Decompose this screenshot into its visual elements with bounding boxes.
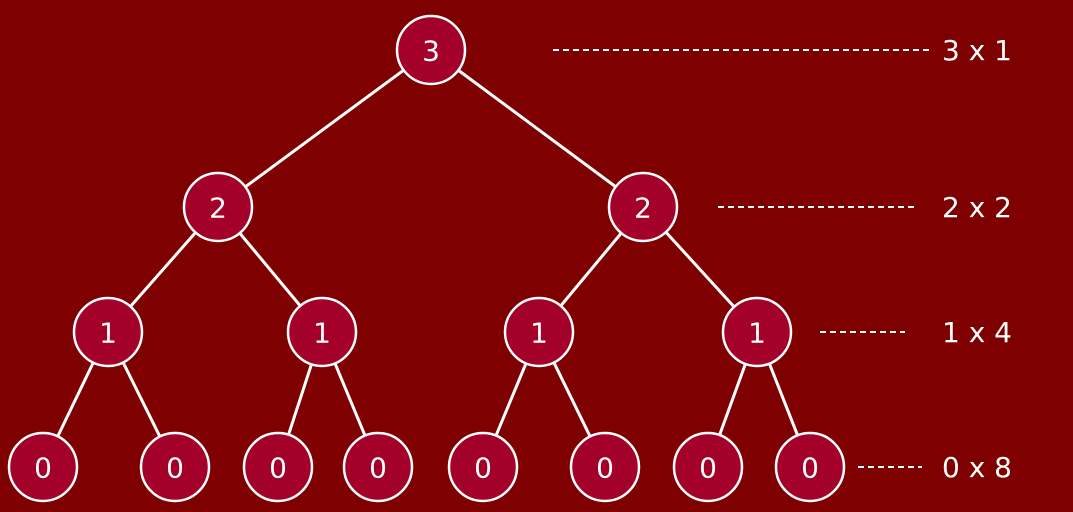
tree-edge bbox=[244, 68, 405, 189]
tree-node: 0 bbox=[139, 431, 211, 503]
level-annotation: 1 x 4 bbox=[942, 316, 1012, 349]
tree-edge bbox=[768, 363, 799, 436]
node-label: 1 bbox=[99, 317, 117, 350]
tree-node: 1 bbox=[721, 296, 793, 368]
node-circle bbox=[286, 296, 358, 368]
tree-edge bbox=[56, 361, 95, 438]
tree-node: 0 bbox=[447, 431, 519, 503]
node-label: 3 bbox=[422, 35, 440, 68]
tree-node: 3 bbox=[395, 14, 467, 86]
node-circle bbox=[721, 296, 793, 368]
node-label: 0 bbox=[699, 452, 717, 485]
tree-edge bbox=[718, 363, 747, 436]
level-annotation: 2 x 2 bbox=[942, 191, 1012, 224]
node-label: 0 bbox=[369, 452, 387, 485]
node-circle bbox=[503, 296, 575, 368]
node-label: 0 bbox=[269, 452, 287, 485]
node-circle bbox=[139, 431, 211, 503]
node-label: 0 bbox=[166, 452, 184, 485]
level-leader-lines bbox=[553, 49, 930, 468]
node-circle bbox=[395, 14, 467, 86]
node-circle bbox=[342, 431, 414, 503]
level-annotations: 3 x 1 2 x 2 1 x 4 0 x 8 bbox=[942, 34, 1012, 484]
node-label: 0 bbox=[801, 452, 819, 485]
node-circle bbox=[672, 431, 744, 503]
tree-edge bbox=[121, 361, 162, 438]
tree-node: 2 bbox=[607, 171, 679, 243]
node-label: 1 bbox=[748, 317, 766, 350]
tree-node: 0 bbox=[569, 431, 641, 503]
tree-node: 0 bbox=[774, 431, 846, 503]
node-circle bbox=[72, 296, 144, 368]
tree-edge bbox=[457, 69, 617, 188]
node-label: 2 bbox=[209, 192, 227, 225]
tree-node: 1 bbox=[503, 296, 575, 368]
tree-edge bbox=[129, 231, 197, 308]
tree-edge bbox=[333, 362, 367, 437]
tree-node: 1 bbox=[72, 296, 144, 368]
node-label: 2 bbox=[634, 192, 652, 225]
node-circle bbox=[447, 431, 519, 503]
tree-edge bbox=[238, 232, 302, 307]
tree-edge bbox=[552, 361, 592, 438]
tree-node: 0 bbox=[7, 431, 79, 503]
tree-nodes: 3 2 2 1 1 1 1 0 0 0 0 0 0 0 0 bbox=[7, 14, 846, 503]
tree-edge bbox=[559, 232, 623, 307]
tree-node: 0 bbox=[242, 431, 314, 503]
node-label: 0 bbox=[474, 452, 492, 485]
node-circle bbox=[182, 171, 254, 243]
tree-edges bbox=[56, 68, 799, 438]
level-annotation: 0 x 8 bbox=[942, 451, 1012, 484]
tree-node: 1 bbox=[286, 296, 358, 368]
node-label: 1 bbox=[530, 317, 548, 350]
node-label: 0 bbox=[34, 452, 52, 485]
tree-node: 2 bbox=[182, 171, 254, 243]
tree-edge bbox=[287, 363, 313, 436]
node-circle bbox=[774, 431, 846, 503]
node-circle bbox=[7, 431, 79, 503]
tree-node: 0 bbox=[342, 431, 414, 503]
node-label: 0 bbox=[596, 452, 614, 485]
tree-node: 0 bbox=[672, 431, 744, 503]
node-label: 1 bbox=[313, 317, 331, 350]
tree-edge bbox=[494, 362, 528, 437]
tree-edge bbox=[664, 231, 736, 308]
node-circle bbox=[569, 431, 641, 503]
level-annotation: 3 x 1 bbox=[942, 34, 1012, 67]
node-circle bbox=[607, 171, 679, 243]
node-circle bbox=[242, 431, 314, 503]
